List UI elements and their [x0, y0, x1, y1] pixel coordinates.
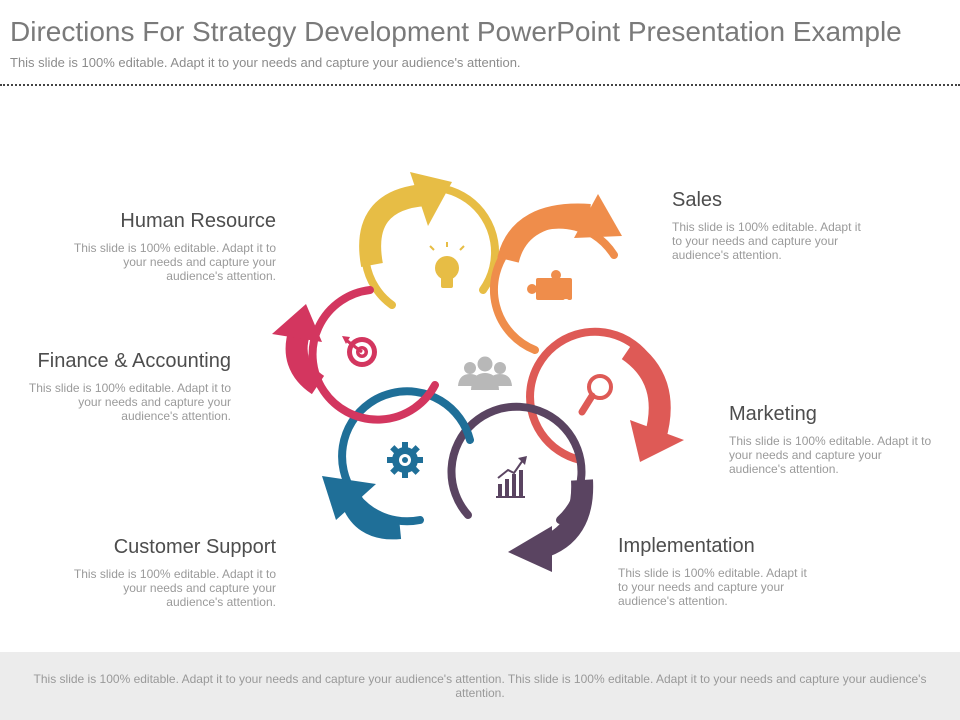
growth-chart-icon — [496, 456, 527, 498]
block-customer-support: Customer Support This slide is 100% edit… — [66, 536, 276, 609]
human-resource-desc: This slide is 100% editable. Adapt it to… — [73, 241, 276, 283]
ring-blue — [322, 387, 474, 540]
footer-text: This slide is 100% editable. Adapt it to… — [33, 672, 927, 700]
finance-accounting-title: Finance & Accounting — [37, 350, 231, 372]
footer-band: This slide is 100% editable. Adapt it to… — [0, 652, 960, 720]
ring-magenta — [272, 286, 439, 424]
lightbulb-icon — [429, 242, 465, 288]
sales-desc: This slide is 100% editable. Adapt it to… — [672, 220, 861, 262]
target-icon — [342, 336, 377, 367]
block-finance-accounting: Finance & Accounting This slide is 100% … — [20, 350, 231, 423]
ring-yellow — [359, 172, 500, 309]
implementation-desc: This slide is 100% editable. Adapt it to… — [618, 566, 807, 608]
finance-accounting-desc: This slide is 100% editable. Adapt it to… — [28, 381, 231, 423]
ring-orange — [489, 194, 622, 354]
ring-purple — [447, 402, 594, 572]
people-group-icon — [458, 356, 512, 390]
block-human-resource: Human Resource This slide is 100% editab… — [70, 210, 276, 283]
puzzle-piece-icon — [527, 270, 572, 307]
marketing-title: Marketing — [729, 403, 817, 425]
ring-red — [526, 327, 684, 464]
gear-icon — [387, 442, 423, 478]
block-sales: Sales This slide is 100% editable. Adapt… — [672, 189, 872, 262]
slide-title: Directions For Strategy Development Powe… — [10, 16, 902, 47]
block-implementation: Implementation This slide is 100% editab… — [618, 535, 814, 608]
marketing-desc: This slide is 100% editable. Adapt it to… — [729, 434, 932, 476]
block-marketing: Marketing This slide is 100% editable. A… — [729, 403, 939, 476]
implementation-title: Implementation — [618, 535, 755, 557]
human-resource-title: Human Resource — [120, 210, 276, 232]
slide-subtitle: This slide is 100% editable. Adapt it to… — [10, 55, 521, 70]
dotted-divider — [0, 84, 960, 86]
magnifier-icon — [578, 374, 613, 416]
customer-support-title: Customer Support — [113, 536, 276, 558]
customer-support-desc: This slide is 100% editable. Adapt it to… — [73, 567, 276, 609]
sales-title: Sales — [672, 189, 723, 211]
